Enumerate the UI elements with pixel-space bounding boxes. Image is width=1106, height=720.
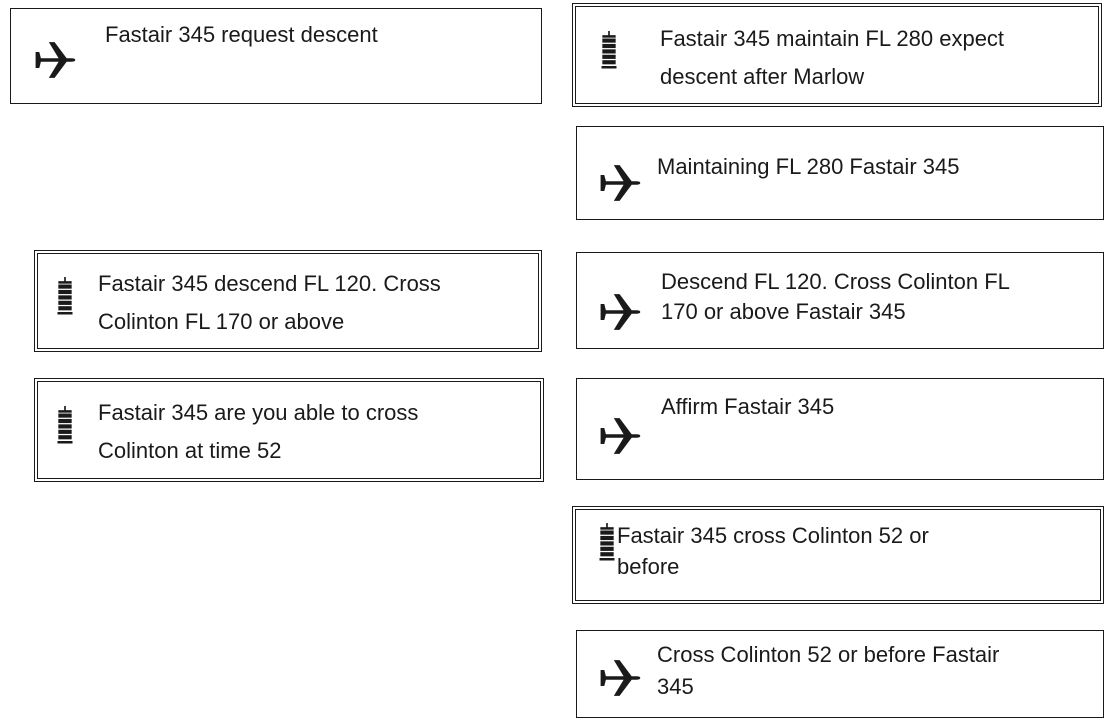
message-line: Colinton FL 170 or above — [98, 309, 345, 334]
airplane-icon — [596, 289, 642, 335]
message-line: 345 — [657, 674, 694, 699]
message-line: Affirm Fastair 345 — [661, 394, 835, 419]
message-line: descent after Marlow — [660, 64, 865, 89]
message-box-pilot-maintaining-fl280: Maintaining FL 280 Fastair 345 — [576, 126, 1104, 220]
message-line: Fastair 345 descend FL 120. Cross — [98, 271, 441, 296]
message-box-pilot-request-descent: Fastair 345 request descent — [10, 8, 542, 104]
message-line: Maintaining FL 280 Fastair 345 — [657, 154, 960, 179]
message-line: Fastair 345 maintain FL 280 expect — [660, 26, 1005, 51]
airplane-icon — [596, 655, 642, 701]
control-tower-icon — [599, 31, 619, 71]
message-box-pilot-cross-colinton-readback: Cross Colinton 52 or before Fastair 345 — [576, 630, 1104, 718]
message-box-atc-cross-colinton-52: Fastair 345 cross Colinton 52 or before — [572, 506, 1104, 604]
message-line: Cross Colinton 52 or before Fastair — [657, 642, 1000, 667]
control-tower-icon — [597, 523, 617, 563]
message-line: Colinton at time 52 — [98, 438, 282, 463]
message-box-atc-able-to-cross: Fastair 345 are you able to cross Colint… — [34, 378, 544, 482]
airplane-icon — [596, 160, 642, 206]
message-line: Fastair 345 are you able to cross — [98, 400, 419, 425]
message-line: Fastair 345 cross Colinton 52 or — [617, 523, 929, 548]
message-box-atc-maintain-fl280: Fastair 345 maintain FL 280 expect desce… — [572, 3, 1102, 107]
message-line: 170 or above Fastair 345 — [661, 299, 906, 324]
message-line: before — [617, 554, 680, 579]
control-tower-icon — [55, 277, 75, 317]
airplane-icon — [596, 413, 642, 459]
message-box-pilot-affirm: Affirm Fastair 345 — [576, 378, 1104, 480]
message-box-atc-descend-fl120: Fastair 345 descend FL 120. Cross Colint… — [34, 250, 542, 352]
message-box-pilot-descend-readback: Descend FL 120. Cross Colinton FL 170 or… — [576, 252, 1104, 349]
airplane-icon — [31, 37, 77, 83]
control-tower-icon — [55, 406, 75, 446]
message-line: Fastair 345 request descent — [105, 22, 378, 47]
message-line: Descend FL 120. Cross Colinton FL — [661, 269, 1010, 294]
